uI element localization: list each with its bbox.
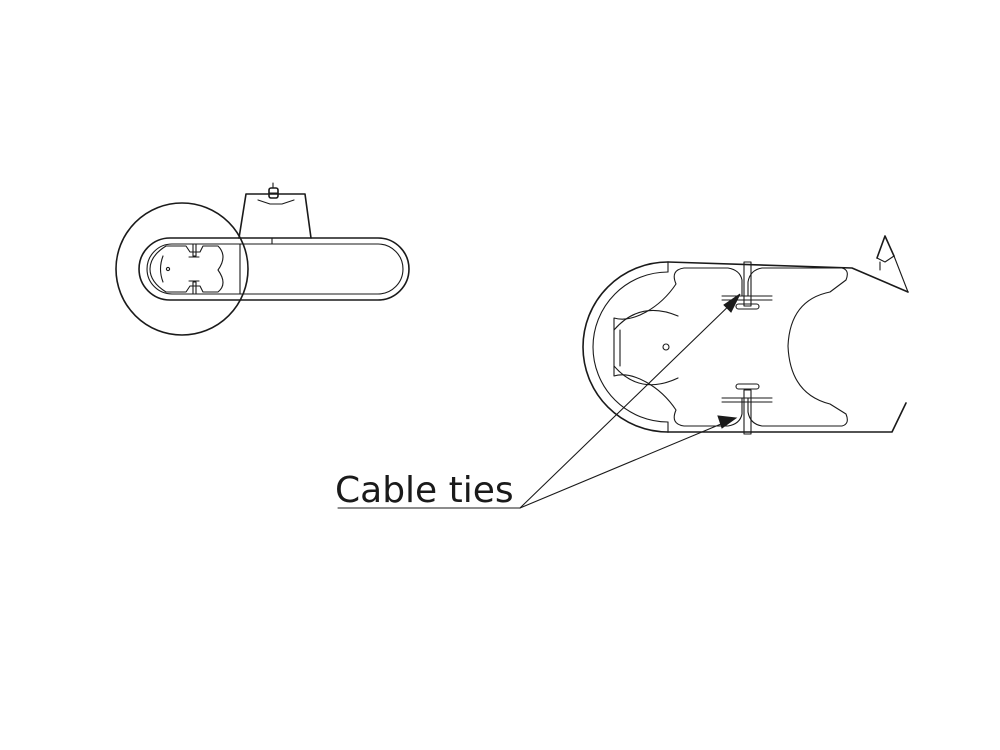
- chain-end-outer: [582, 261, 669, 433]
- leader-line-top: [519, 297, 738, 509]
- detail-view: [582, 235, 909, 435]
- mount-block: [238, 182, 312, 239]
- detail-circle: [115, 202, 249, 336]
- callout-label: Cable ties: [335, 470, 514, 511]
- chain-body-outer: [138, 237, 410, 301]
- cable-tie-top: [721, 261, 773, 310]
- link-profile: [149, 245, 224, 293]
- overview-view: [115, 182, 410, 336]
- cable-ties-callout: Cable ties: [335, 293, 741, 511]
- chain-body-inner: [146, 243, 404, 295]
- arrowhead-top: [723, 293, 741, 313]
- arrowhead-bottom: [717, 415, 738, 429]
- leader-line-bottom: [519, 418, 734, 509]
- cable-tie-bottom: [721, 383, 773, 435]
